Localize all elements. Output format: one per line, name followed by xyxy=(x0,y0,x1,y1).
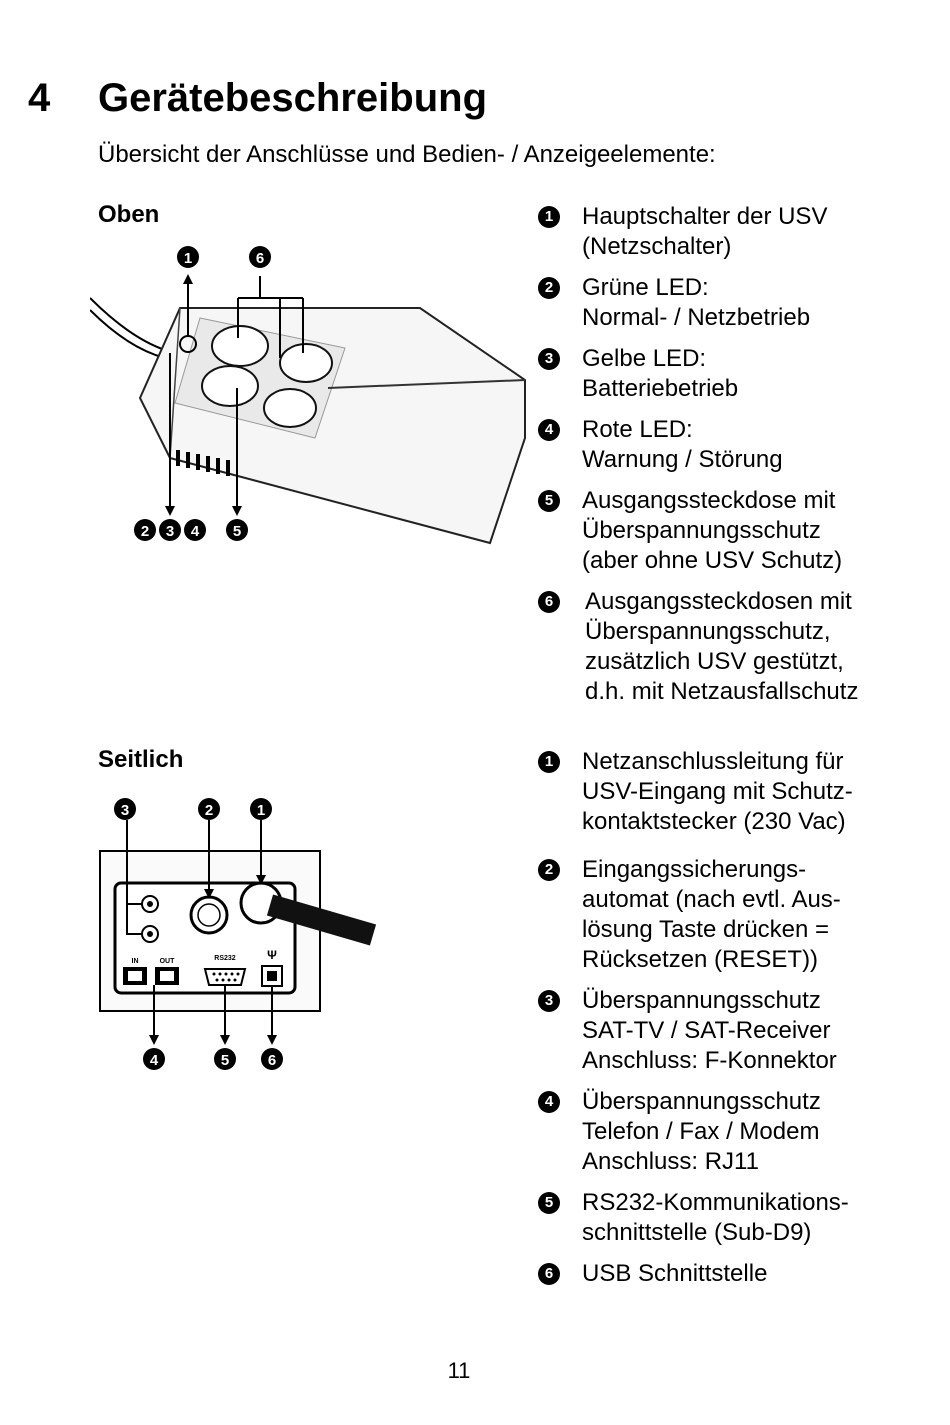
item-marker: 1 xyxy=(538,751,560,773)
svg-text:4: 4 xyxy=(150,1052,159,1069)
item-line: Rücksetzen (RESET)) xyxy=(582,946,819,973)
list-item: 4 Rote LED: Warnung / Störung xyxy=(538,415,938,475)
item-line: Überspannungsschutz, xyxy=(585,618,831,645)
svg-text:6: 6 xyxy=(268,1052,276,1069)
svg-text:2: 2 xyxy=(141,523,149,540)
figure-marker-4: 4 xyxy=(184,519,206,541)
item-line: automat (nach evtl. Aus- xyxy=(582,886,841,913)
item-line: schnittstelle (Sub-D9) xyxy=(582,1219,812,1246)
item-line: Gelbe LED: xyxy=(582,345,707,372)
item-marker: 2 xyxy=(538,277,560,299)
list-item: 6 Ausgangssteckdosen mit Überspannungssc… xyxy=(538,587,938,707)
panel-label-in: IN xyxy=(132,958,139,965)
svg-text:6: 6 xyxy=(256,250,264,267)
figure-marker-1: 1 xyxy=(250,798,272,820)
figure-marker-5: 5 xyxy=(226,519,248,541)
item-line: Netzanschlussleitung für xyxy=(582,748,844,775)
svg-text:4: 4 xyxy=(191,523,200,540)
figure-marker-3: 3 xyxy=(114,798,136,820)
item-marker: 5 xyxy=(538,490,560,512)
item-line: Telefon / Fax / Modem xyxy=(582,1118,820,1145)
item-line: Rote LED: xyxy=(582,416,693,443)
item-marker: 3 xyxy=(538,990,560,1012)
list-item: 6 USB Schnittstelle xyxy=(538,1259,938,1289)
list-item: 5 RS232-Kommunikations- schnittstelle (S… xyxy=(538,1188,938,1248)
panel-label-out: OUT xyxy=(160,958,176,965)
item-line: zusätzlich USV gestützt, xyxy=(585,648,844,675)
item-line: USB Schnittstelle xyxy=(582,1260,768,1287)
item-marker: 6 xyxy=(538,591,560,613)
item-line: Hauptschalter der USV xyxy=(582,203,828,230)
item-line: Normal- / Netzbetrieb xyxy=(582,304,811,331)
figure-marker-5: 5 xyxy=(214,1048,236,1070)
top-view-figure: 1 6 2 3 4 5 xyxy=(90,246,526,545)
item-line: Warnung / Störung xyxy=(582,446,783,473)
item-line: SAT-TV / SAT-Receiver xyxy=(582,1017,831,1044)
figure-marker-6: 6 xyxy=(249,246,271,268)
item-line: RS232-Kommunikations- xyxy=(582,1189,849,1216)
item-marker: 2 xyxy=(538,859,560,881)
list-item: 2 Eingangssicherungs- automat (nach evtl… xyxy=(538,855,938,975)
intro-text: Übersicht der Anschlüsse und Bedien- / A… xyxy=(98,141,716,168)
page-number: 11 xyxy=(447,1358,471,1383)
item-marker: 4 xyxy=(538,1091,560,1113)
item-line: Ausgangssteckdose mit xyxy=(582,487,836,514)
list-item: 3 Überspannungsschutz SAT-TV / SAT-Recei… xyxy=(538,986,938,1076)
item-line: Überspannungsschutz xyxy=(582,987,821,1014)
item-line: Anschluss: F-Konnektor xyxy=(582,1047,837,1074)
usb-icon: Ψ xyxy=(267,948,277,962)
figure-marker-3: 3 xyxy=(159,519,181,541)
section-label-top: Oben xyxy=(98,201,160,228)
figure-marker-6: 6 xyxy=(261,1048,283,1070)
item-marker: 4 xyxy=(538,419,560,441)
item-line: Eingangssicherungs- xyxy=(582,856,807,883)
item-marker: 1 xyxy=(538,206,560,228)
item-line: Überspannungsschutz xyxy=(582,517,821,544)
list-item: 1 Hauptschalter der USV (Netzschalter) xyxy=(538,202,938,262)
item-line: (aber ohne USV Schutz) xyxy=(582,547,843,574)
svg-text:3: 3 xyxy=(166,523,174,540)
svg-text:2: 2 xyxy=(205,802,213,819)
item-marker: 3 xyxy=(538,348,560,370)
section-label-side: Seitlich xyxy=(98,746,184,773)
figure-marker-1: 1 xyxy=(177,246,199,268)
chapter-number: 4 xyxy=(28,76,51,120)
item-line: Batteriebetrieb xyxy=(582,375,739,402)
item-line: (Netzschalter) xyxy=(582,233,732,260)
list-item: 1 Netzanschlussleitung für USV-Eingang m… xyxy=(538,747,938,837)
side-items-list: 1 Netzanschlussleitung für USV-Eingang m… xyxy=(538,747,938,1289)
item-line: lösung Taste drücken = xyxy=(582,916,830,943)
svg-text:5: 5 xyxy=(233,523,241,540)
item-line: Grüne LED: xyxy=(582,274,709,301)
side-view-figure: IN OUT RS232 Ψ 3 2 1 4 5 6 xyxy=(99,798,377,1070)
list-item: 2 Grüne LED: Normal- / Netzbetrieb xyxy=(538,273,938,333)
item-line: Ausgangssteckdosen mit xyxy=(585,588,852,615)
svg-text:3: 3 xyxy=(121,802,129,819)
svg-text:1: 1 xyxy=(184,250,192,267)
figure-marker-2: 2 xyxy=(134,519,156,541)
list-item: 5 Ausgangssteckdose mit Überspannungssch… xyxy=(538,486,938,576)
svg-text:1: 1 xyxy=(257,802,265,819)
item-line: d.h. mit Netzausfallschutz xyxy=(585,678,859,705)
top-items-list: 1 Hauptschalter der USV (Netzschalter) 2… xyxy=(538,202,938,707)
item-marker: 5 xyxy=(538,1192,560,1214)
figure-marker-2: 2 xyxy=(198,798,220,820)
panel-label-rs232: RS232 xyxy=(214,955,236,962)
figure-marker-4: 4 xyxy=(143,1048,165,1070)
item-line: Überspannungsschutz xyxy=(582,1088,821,1115)
list-item: 3 Gelbe LED: Batteriebetrieb xyxy=(538,344,938,404)
chapter-title: Gerätebeschreibung xyxy=(98,76,488,120)
item-marker: 6 xyxy=(538,1263,560,1285)
item-line: USV-Eingang mit Schutz- xyxy=(582,778,853,805)
svg-text:5: 5 xyxy=(221,1052,229,1069)
list-item: 4 Überspannungsschutz Telefon / Fax / Mo… xyxy=(538,1087,938,1177)
item-line: Anschluss: RJ11 xyxy=(582,1148,759,1175)
item-line: kontaktstecker (230 Vac) xyxy=(582,808,846,835)
